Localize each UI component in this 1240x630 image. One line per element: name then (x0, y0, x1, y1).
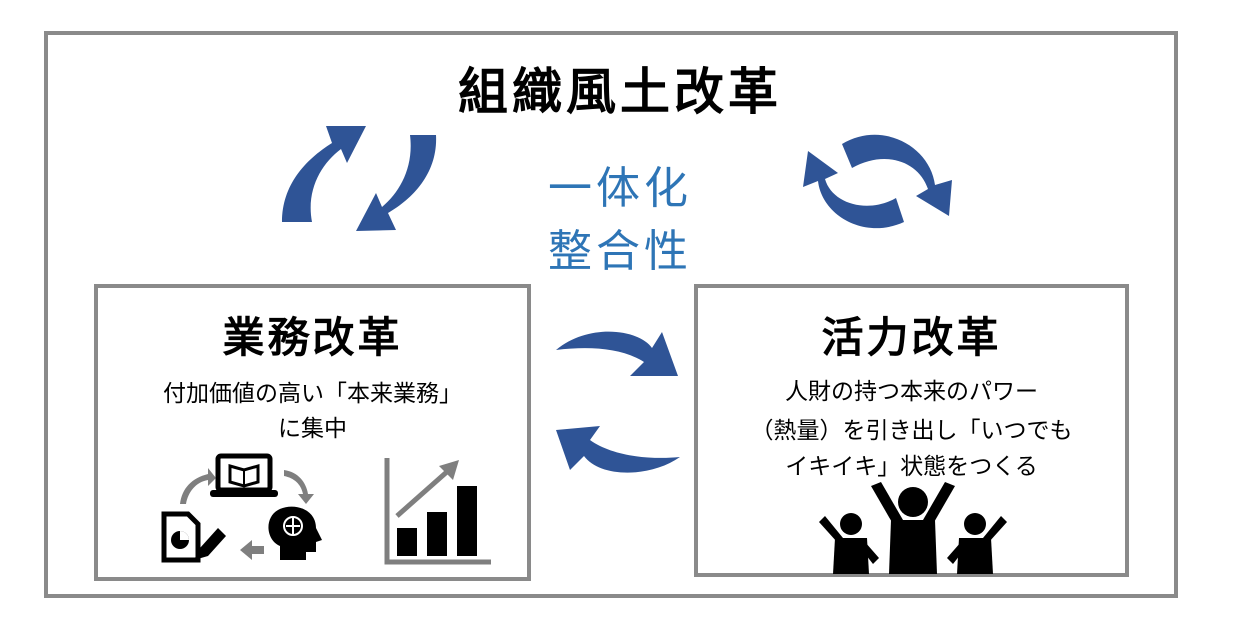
arrow-up-left-right (803, 151, 904, 229)
work-cycle-icons (161, 453, 322, 563)
cycle-arrows-icon (180, 468, 314, 560)
center-label-ittaika: 一体化 (548, 163, 692, 214)
box-katsuryoku-kaikaku: 活力改革 人財の持つ本来のパワー （熱量）を引き出し「いつでも イキイキ」状態を… (694, 284, 1129, 577)
box-gyomu-title: 業務改革 (222, 313, 403, 362)
box-gyomu-kaikaku: 業務改革 付加価値の高い「本来業務」 に集中 (94, 284, 531, 581)
main-title: 組織風土改革 (458, 63, 782, 121)
box-gyomu-line-2: に集中 (278, 416, 347, 442)
arrow-up-right-left (282, 126, 366, 222)
box-katsuryoku-line-3: イキイキ」状態をつくる (785, 454, 1038, 480)
bar-chart-growth-icon (384, 458, 491, 565)
arrow-left-middle (556, 426, 680, 473)
box-katsuryoku-line-2: （熱量）を引き出し「いつでも (750, 418, 1073, 444)
center-label-seigousei: 整合性 (548, 226, 692, 277)
cheering-people-icon (819, 482, 1007, 574)
arrow-down-left-left (356, 135, 437, 231)
box-gyomu-line-1: 付加価値の高い「本来業務」 (163, 381, 462, 407)
box-katsuryoku-title: 活力改革 (821, 313, 1002, 362)
arrow-down-right-right (842, 134, 952, 216)
laptop-book-icon (210, 453, 278, 497)
brain-head-icon (268, 506, 322, 560)
document-chart-pencil-icon (161, 511, 226, 563)
arrow-right-middle (556, 331, 678, 376)
box-katsuryoku-line-1: 人財の持つ本来のパワー (785, 379, 1038, 405)
